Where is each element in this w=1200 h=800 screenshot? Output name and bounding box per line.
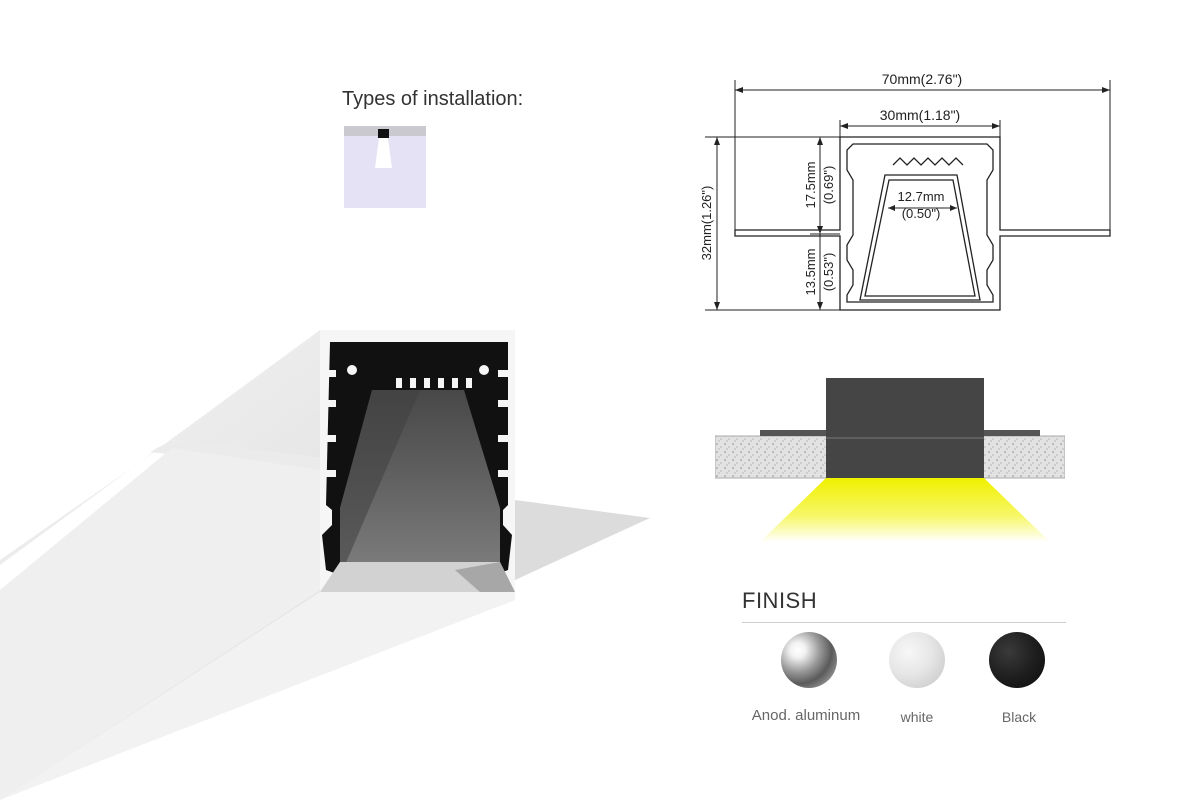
upper-height-in-label: (0.69"): [821, 166, 836, 205]
finish-title: FINISH: [742, 588, 818, 613]
total-height-label: 32mm(1.26"): [699, 186, 714, 261]
dimension-drawing: 70mm(2.76") 30mm(1.18") 12.7mm (0.50") 3…: [699, 71, 1111, 311]
light-beam: [760, 478, 1050, 542]
finish-label-white: white: [900, 709, 934, 725]
right-flange: [515, 500, 650, 580]
profile-body-top: [0, 330, 320, 565]
finish-label-black: Black: [1001, 709, 1037, 725]
profile-housing: [826, 378, 984, 478]
heat-sink-fins: [326, 365, 508, 477]
installation-title: Types of installation:: [342, 88, 524, 110]
lower-height-in-label: (0.53"): [821, 253, 836, 292]
body-width-label: 30mm(1.18"): [880, 107, 960, 123]
finish-swatch-anodized: [781, 632, 837, 688]
overall-width-label: 70mm(2.76"): [882, 71, 962, 87]
installation-section-view: [715, 378, 1065, 542]
profile-3d-render: [0, 330, 650, 800]
inner-width-mm-label: 12.7mm: [898, 189, 945, 204]
recessed-ceiling-icon: [344, 126, 426, 208]
upper-height-mm-label: 17.5mm: [803, 162, 818, 209]
inner-width-in-label: (0.50"): [902, 206, 941, 221]
finish-divider: [742, 622, 1066, 623]
finish-label-anodized: Anod. aluminum: [751, 707, 861, 724]
lower-height-mm-label: 13.5mm: [803, 249, 818, 296]
finish-swatch-black: [989, 632, 1045, 688]
finish-swatch-white: [889, 632, 945, 688]
profile-body-side: [0, 448, 320, 800]
